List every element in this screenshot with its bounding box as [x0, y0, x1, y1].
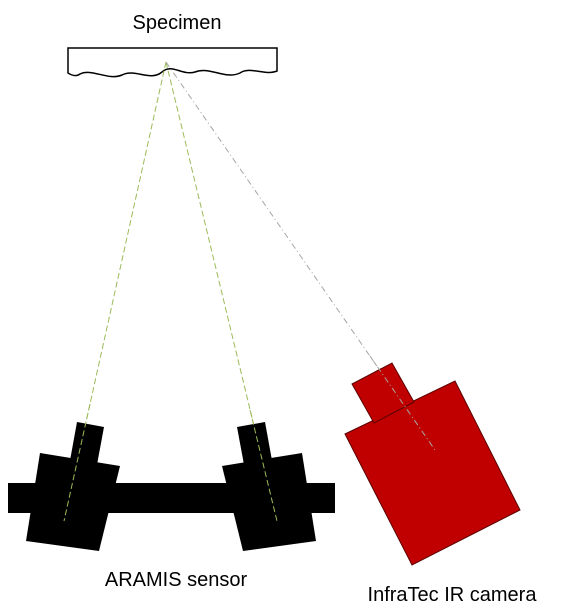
- aramis-right-camera-body: [222, 453, 316, 551]
- aramis-sensor-label: ARAMIS sensor: [105, 569, 248, 591]
- ir-camera-ray-overlay: [369, 355, 436, 451]
- aramis-right-ray-overlay: [249, 409, 278, 522]
- aramis-left-camera-body: [26, 453, 120, 551]
- aramis-sensor: [8, 422, 335, 551]
- aramis-right-ray: [165, 61, 278, 522]
- ir-camera-body: [344, 380, 521, 566]
- specimen-label: Specimen: [133, 12, 222, 34]
- specimen-block: [67, 47, 278, 78]
- aramis-right-camera-lens: [237, 422, 273, 470]
- aramis-left-camera: [26, 422, 120, 551]
- aramis-right-camera: [222, 422, 316, 551]
- ir-camera: [344, 362, 521, 566]
- aramis-left-ray-overlay: [63, 403, 91, 522]
- ir-camera-lens: [351, 362, 415, 424]
- ir-camera-label: InfraTec IR camera: [368, 584, 538, 606]
